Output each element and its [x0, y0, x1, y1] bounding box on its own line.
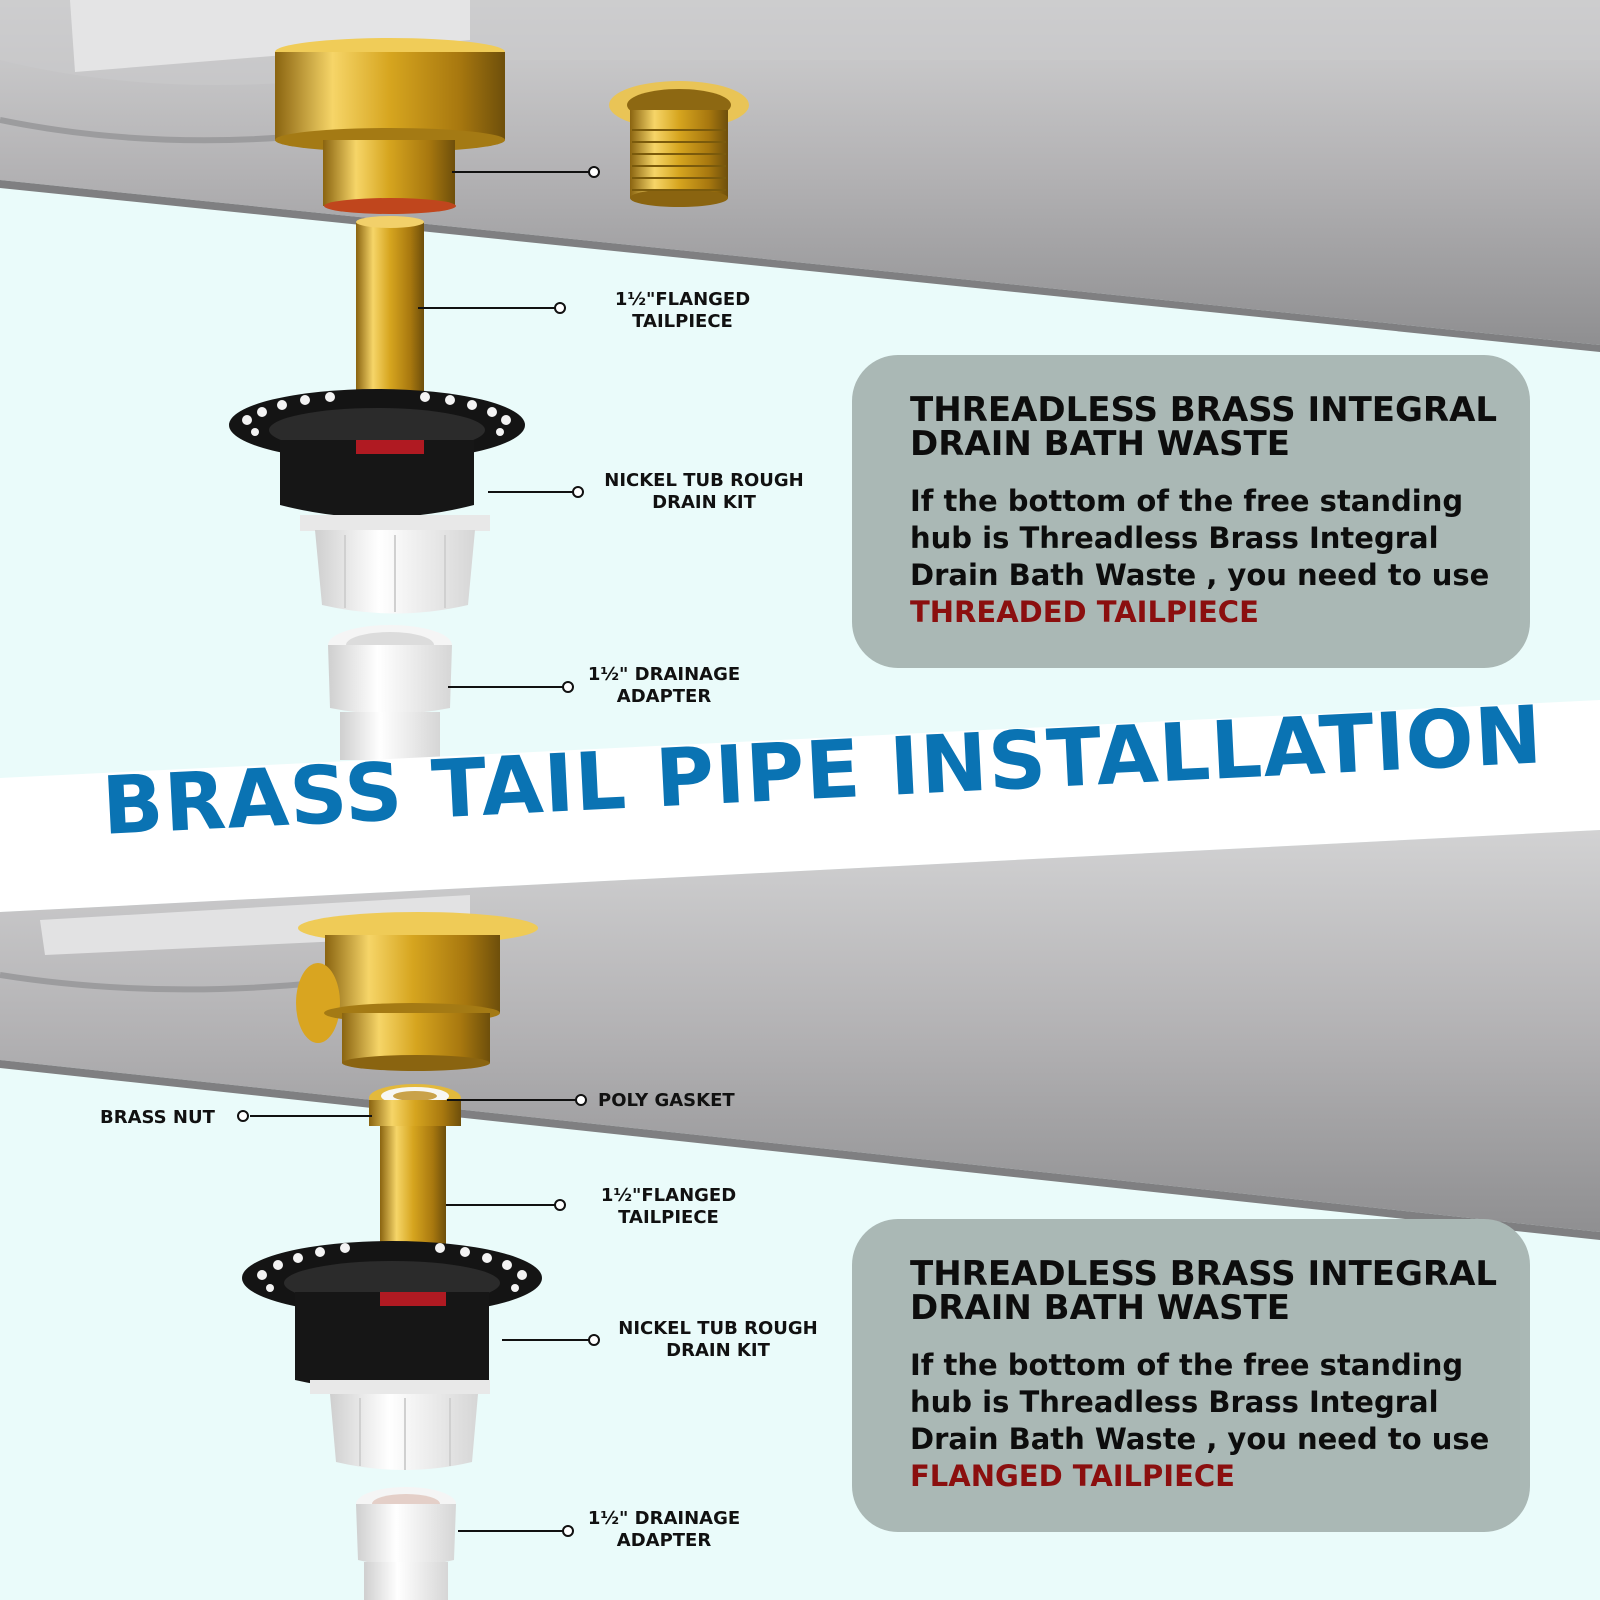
- bottom-brass-hub: [296, 912, 538, 1071]
- top-info-card: THREADLESS BRASS INTEGRAL DRAIN BATH WAS…: [852, 355, 1530, 668]
- top-card-title: THREADLESS BRASS INTEGRAL DRAIN BATH WAS…: [910, 390, 1498, 464]
- title-banner-band: [0, 700, 1600, 912]
- top-drainage-adapter: [328, 625, 452, 760]
- top-leader-lines: [418, 166, 600, 693]
- top-tub-underside: [0, 0, 1600, 352]
- bottom-label-poly-gasket: POLY GASKET: [598, 1090, 735, 1111]
- bottom-card-highlight: FLANGED TAILPIECE: [910, 1459, 1235, 1494]
- bottom-card-body: If the bottom of the free standing hub i…: [910, 1347, 1510, 1495]
- top-card-highlight: THREADED TAILPIECE: [910, 595, 1259, 630]
- bottom-card-body-text: If the bottom of the free standing hub i…: [910, 1348, 1490, 1457]
- bottom-white-fitting: [310, 1380, 490, 1470]
- top-tub-rough-kit: [229, 389, 525, 518]
- top-white-fitting: [300, 515, 490, 614]
- bottom-label-flanged-tailpiece: 1½"FLANGED TAILPIECE: [600, 1185, 737, 1228]
- bottom-info-card: THREADLESS BRASS INTEGRAL DRAIN BATH WAS…: [852, 1219, 1530, 1532]
- bottom-label-brass-nut: BRASS NUT: [100, 1107, 215, 1128]
- bottom-card-title: THREADLESS BRASS INTEGRAL DRAIN BATH WAS…: [910, 1254, 1498, 1328]
- bottom-drainage-adapter: [356, 1487, 456, 1600]
- bottom-label-drainage-adapter: 1½" DRAINAGE ADAPTER: [587, 1508, 741, 1551]
- top-label-tub-rough-kit: NICKEL TUB ROUGH DRAIN KIT: [604, 470, 804, 513]
- top-label-flanged-tailpiece: 1½"FLANGED TAILPIECE: [614, 289, 751, 332]
- top-threaded-coupling: [609, 81, 749, 207]
- bottom-nut-gasket: [369, 1084, 461, 1126]
- top-label-drainage-adapter: 1½" DRAINAGE ADAPTER: [587, 664, 741, 707]
- top-brass-hub: [275, 38, 505, 214]
- top-card-body-text: If the bottom of the free standing hub i…: [910, 484, 1490, 593]
- bottom-label-tub-rough-kit: NICKEL TUB ROUGH DRAIN KIT: [618, 1318, 818, 1361]
- bottom-tub-rough-kit: [242, 1241, 542, 1391]
- top-card-body: If the bottom of the free standing hub i…: [910, 483, 1510, 631]
- bottom-leader-lines: [237, 1094, 600, 1537]
